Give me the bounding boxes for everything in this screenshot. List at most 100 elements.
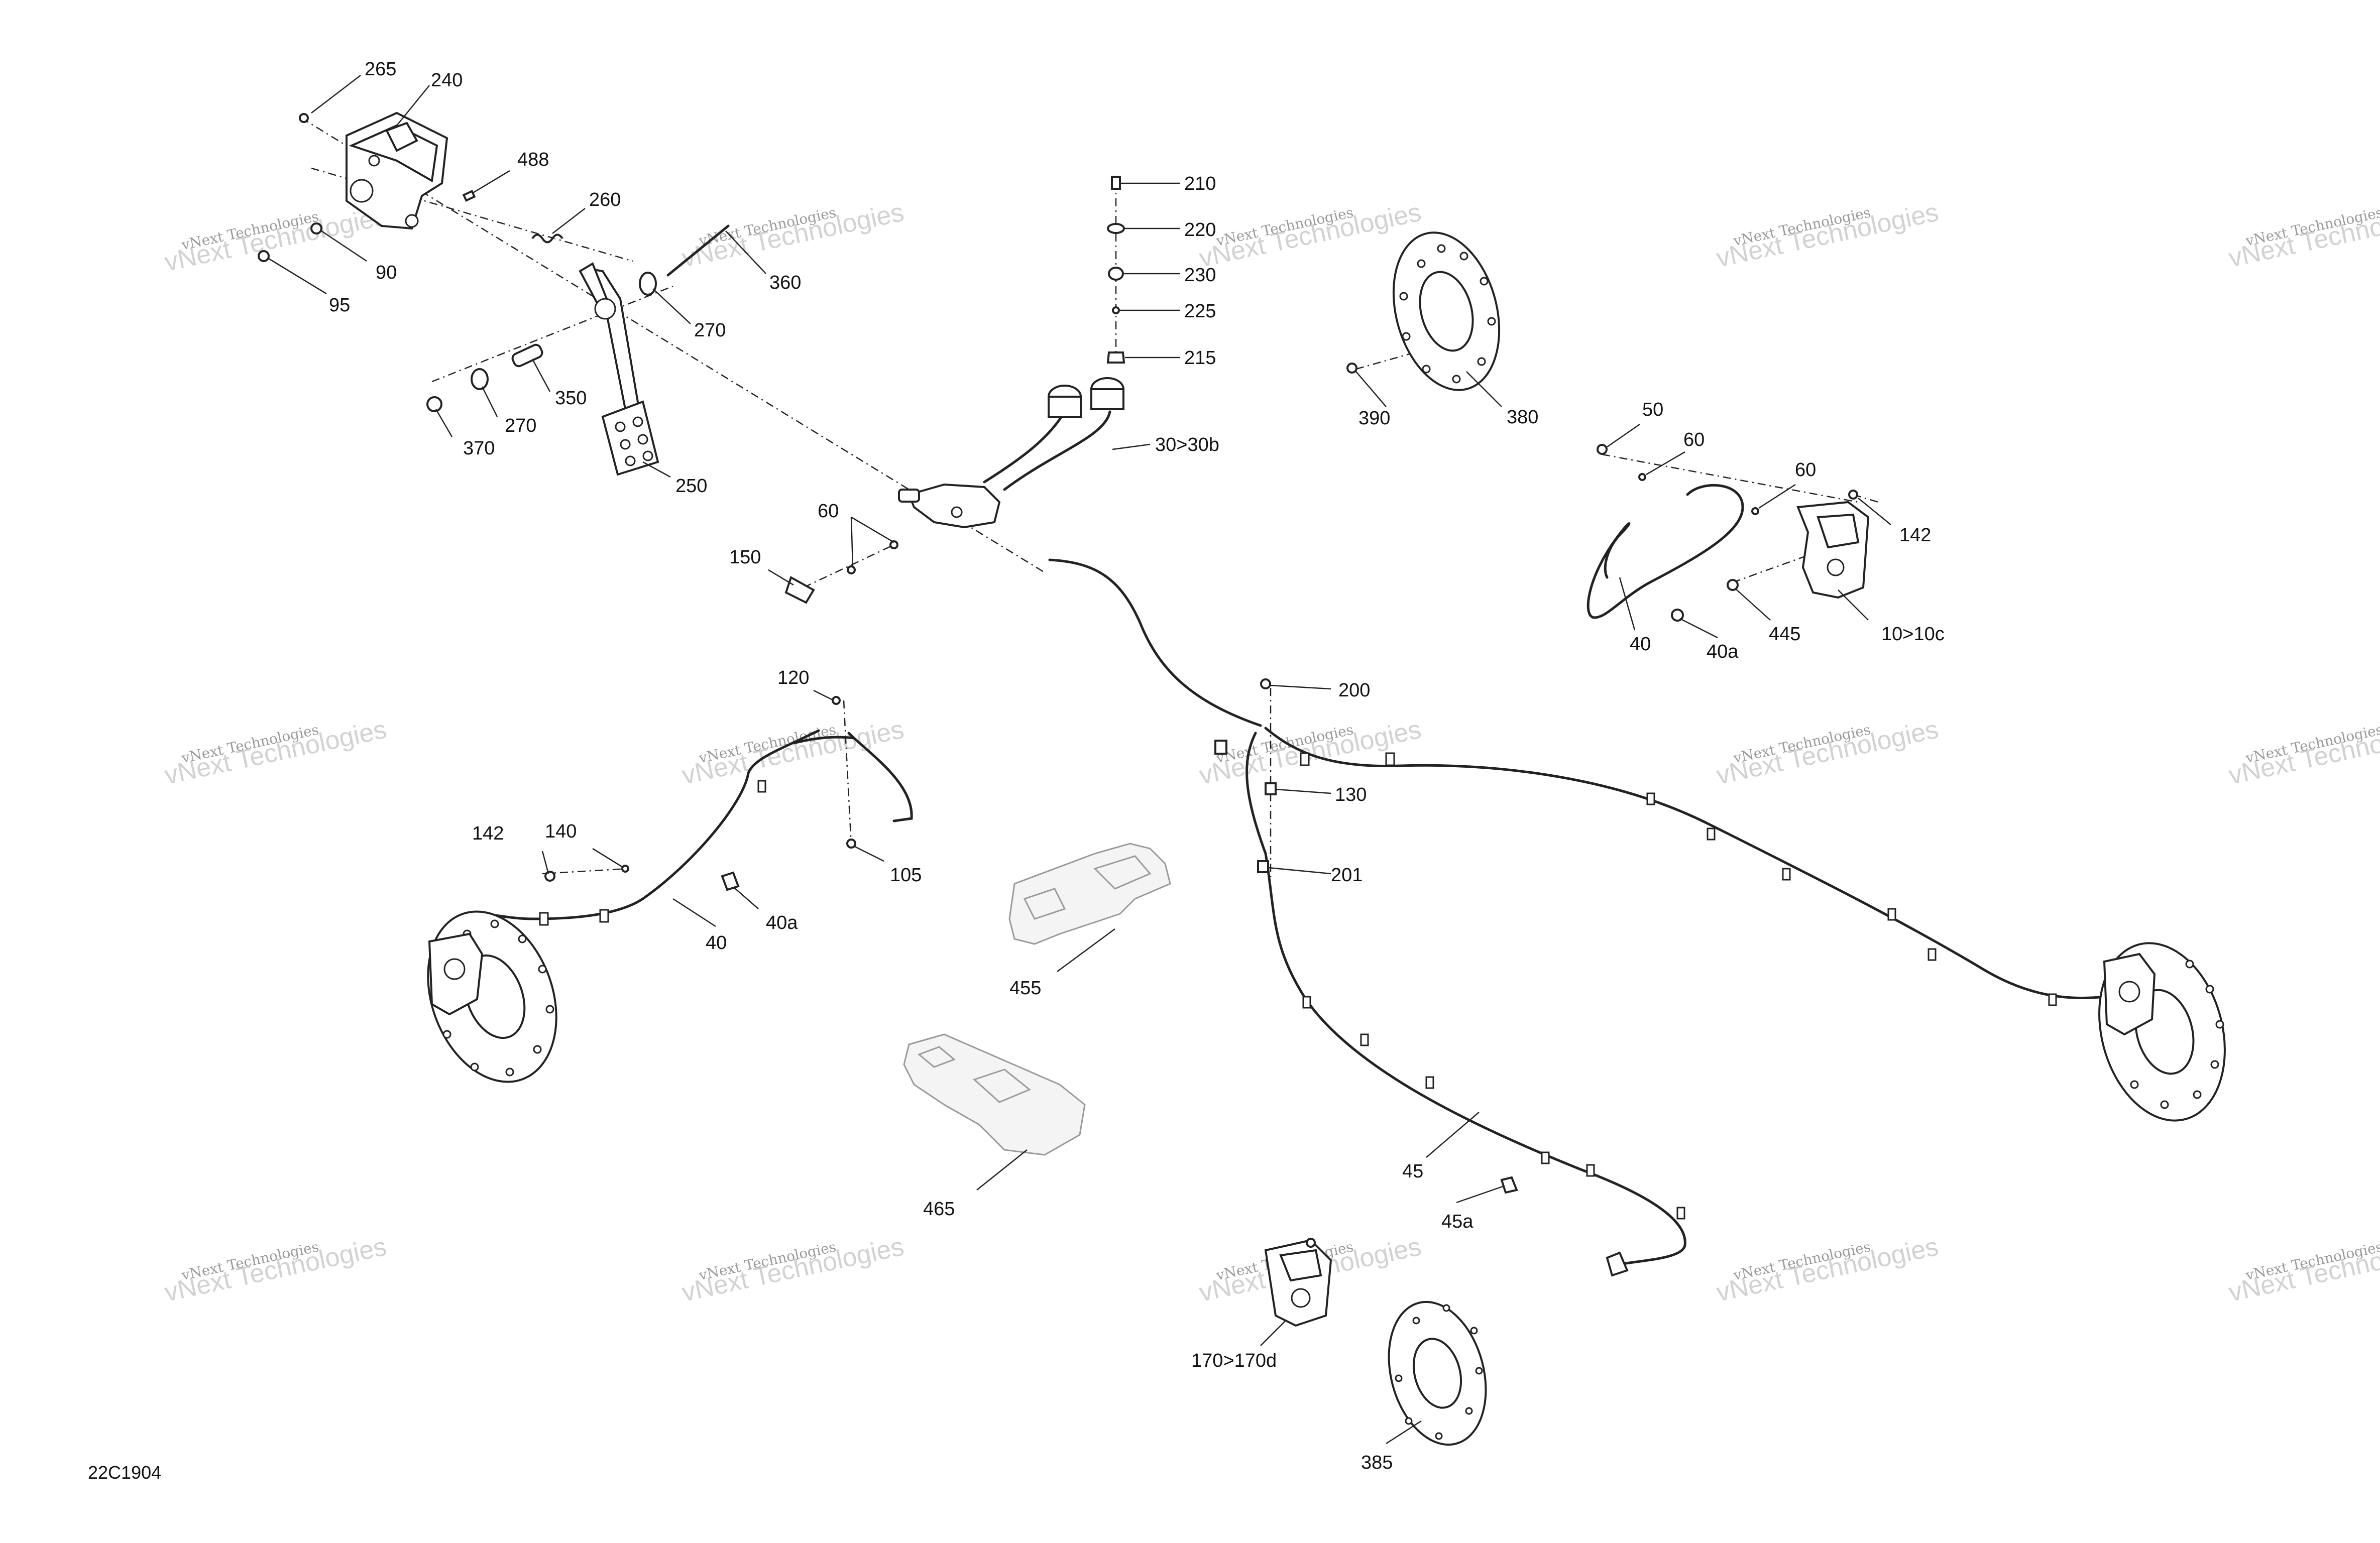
master-cylinder-body	[908, 483, 1001, 529]
callout-360: 360	[769, 272, 801, 293]
pin-265	[299, 113, 309, 123]
line-clip	[1302, 996, 1311, 1009]
washer-220	[1107, 223, 1125, 234]
callout-140: 140	[545, 821, 577, 842]
caliper-piston	[443, 958, 466, 980]
fitting-axis	[803, 544, 894, 588]
callout-270: 270	[694, 320, 726, 341]
disc-vent	[1459, 252, 1468, 261]
leader	[592, 848, 623, 868]
callout-130: 130	[1335, 784, 1367, 805]
brake-pedal	[579, 262, 659, 476]
bracket-hole	[368, 155, 380, 167]
bolt-95	[258, 250, 270, 262]
washer-60	[1638, 473, 1646, 481]
fitting-201	[1257, 860, 1269, 873]
leader	[531, 359, 551, 392]
nut-370	[426, 396, 442, 412]
callout-465: 465	[923, 1199, 955, 1220]
pad-hole	[620, 439, 631, 450]
cylinder-rod-end	[898, 489, 920, 503]
disc-385-hub	[1412, 1338, 1462, 1409]
bracket-mount-hole	[405, 214, 419, 228]
clip-45a	[1500, 1176, 1518, 1194]
rear-left-bolt-axis	[542, 868, 628, 875]
front-disc-axis	[1355, 345, 1437, 370]
bleeder-142	[544, 871, 555, 882]
front-right-caliper-assembly	[1586, 444, 1870, 622]
disc-vent	[2130, 1080, 2139, 1089]
caliper-piston	[1827, 558, 1845, 576]
callout-45: 45	[1402, 1161, 1423, 1182]
watermark: vNext Technologies vNext Technologies	[1714, 198, 1941, 273]
watermark: vNext Technologies vNext Technologies	[1714, 1232, 1941, 1308]
reservoir-hose	[1003, 410, 1111, 491]
callout-105: 105	[890, 865, 922, 886]
leader	[1735, 588, 1771, 621]
leader	[734, 887, 759, 909]
leader	[1646, 451, 1685, 476]
callout-45a: 45a	[1441, 1211, 1474, 1232]
leader	[552, 208, 586, 234]
rear-brake-line	[1245, 732, 1686, 1267]
disc-vent	[505, 1067, 514, 1077]
callout-385: 385	[1361, 1452, 1393, 1473]
disc-vent	[1435, 1432, 1443, 1440]
clip-40a	[721, 871, 740, 891]
rear-line-end-fitting	[1606, 1251, 1629, 1277]
left-front-brake-line	[476, 729, 820, 920]
leader	[1619, 577, 1636, 631]
line-clip	[1928, 948, 1937, 961]
leader	[311, 75, 361, 113]
callout-240: 240	[431, 70, 463, 91]
callout-142: 142	[1899, 525, 1931, 546]
rear-caliper-assembly	[1264, 1238, 1487, 1446]
callout-40-left: 40	[706, 932, 727, 954]
disc-vent	[1399, 292, 1408, 301]
pad-hole	[642, 450, 653, 461]
pad-hole	[637, 434, 648, 445]
leader	[652, 288, 691, 324]
washer-60	[889, 540, 898, 549]
disc-vent	[470, 1062, 479, 1072]
callout-95: 95	[329, 295, 350, 316]
bolt-445	[1727, 579, 1739, 591]
guard-455-rib	[1023, 888, 1066, 920]
disc-vent	[1487, 317, 1496, 326]
callout-270-lower: 270	[505, 415, 536, 436]
line-clip	[1676, 1207, 1685, 1220]
pivot-bolt-360	[666, 224, 730, 277]
line-clip	[1425, 1076, 1434, 1089]
disc-vent	[1422, 365, 1431, 374]
disc-vent	[545, 1005, 554, 1014]
disc-vent	[2185, 960, 2194, 969]
watermark: vNext Technologies vNext Technologies	[2226, 715, 2380, 790]
callout-142-rear: 142	[472, 823, 504, 844]
watermark: vNext Technologies vNext Technologies	[1714, 715, 1941, 790]
disc-vent	[2193, 1090, 2202, 1099]
cylinder-port	[951, 506, 963, 518]
leader	[768, 569, 794, 586]
disc-vent	[1442, 1304, 1450, 1312]
guard-465-rib	[918, 1046, 956, 1068]
disc-vent	[2210, 1060, 2219, 1069]
leader	[1456, 1185, 1505, 1204]
leader	[853, 845, 884, 862]
disc-vent	[538, 965, 547, 974]
line-clip	[599, 909, 609, 923]
nut-90	[310, 222, 322, 234]
front-left-brake-assembly	[427, 696, 856, 1083]
leader	[1838, 589, 1869, 621]
callout-455: 455	[1009, 978, 1041, 999]
leader	[481, 386, 498, 417]
callout-390: 390	[1358, 408, 1390, 429]
leader	[672, 898, 716, 927]
watermark: vNext Technologies vNext Technologies	[679, 1232, 906, 1308]
main-brake-line	[1048, 558, 1262, 727]
leader	[813, 689, 834, 701]
leader	[541, 851, 549, 874]
clip-40a	[1671, 609, 1684, 622]
disc-vent	[1412, 1317, 1420, 1325]
left-front-line-joint	[792, 736, 855, 745]
screw-390	[1346, 363, 1357, 374]
